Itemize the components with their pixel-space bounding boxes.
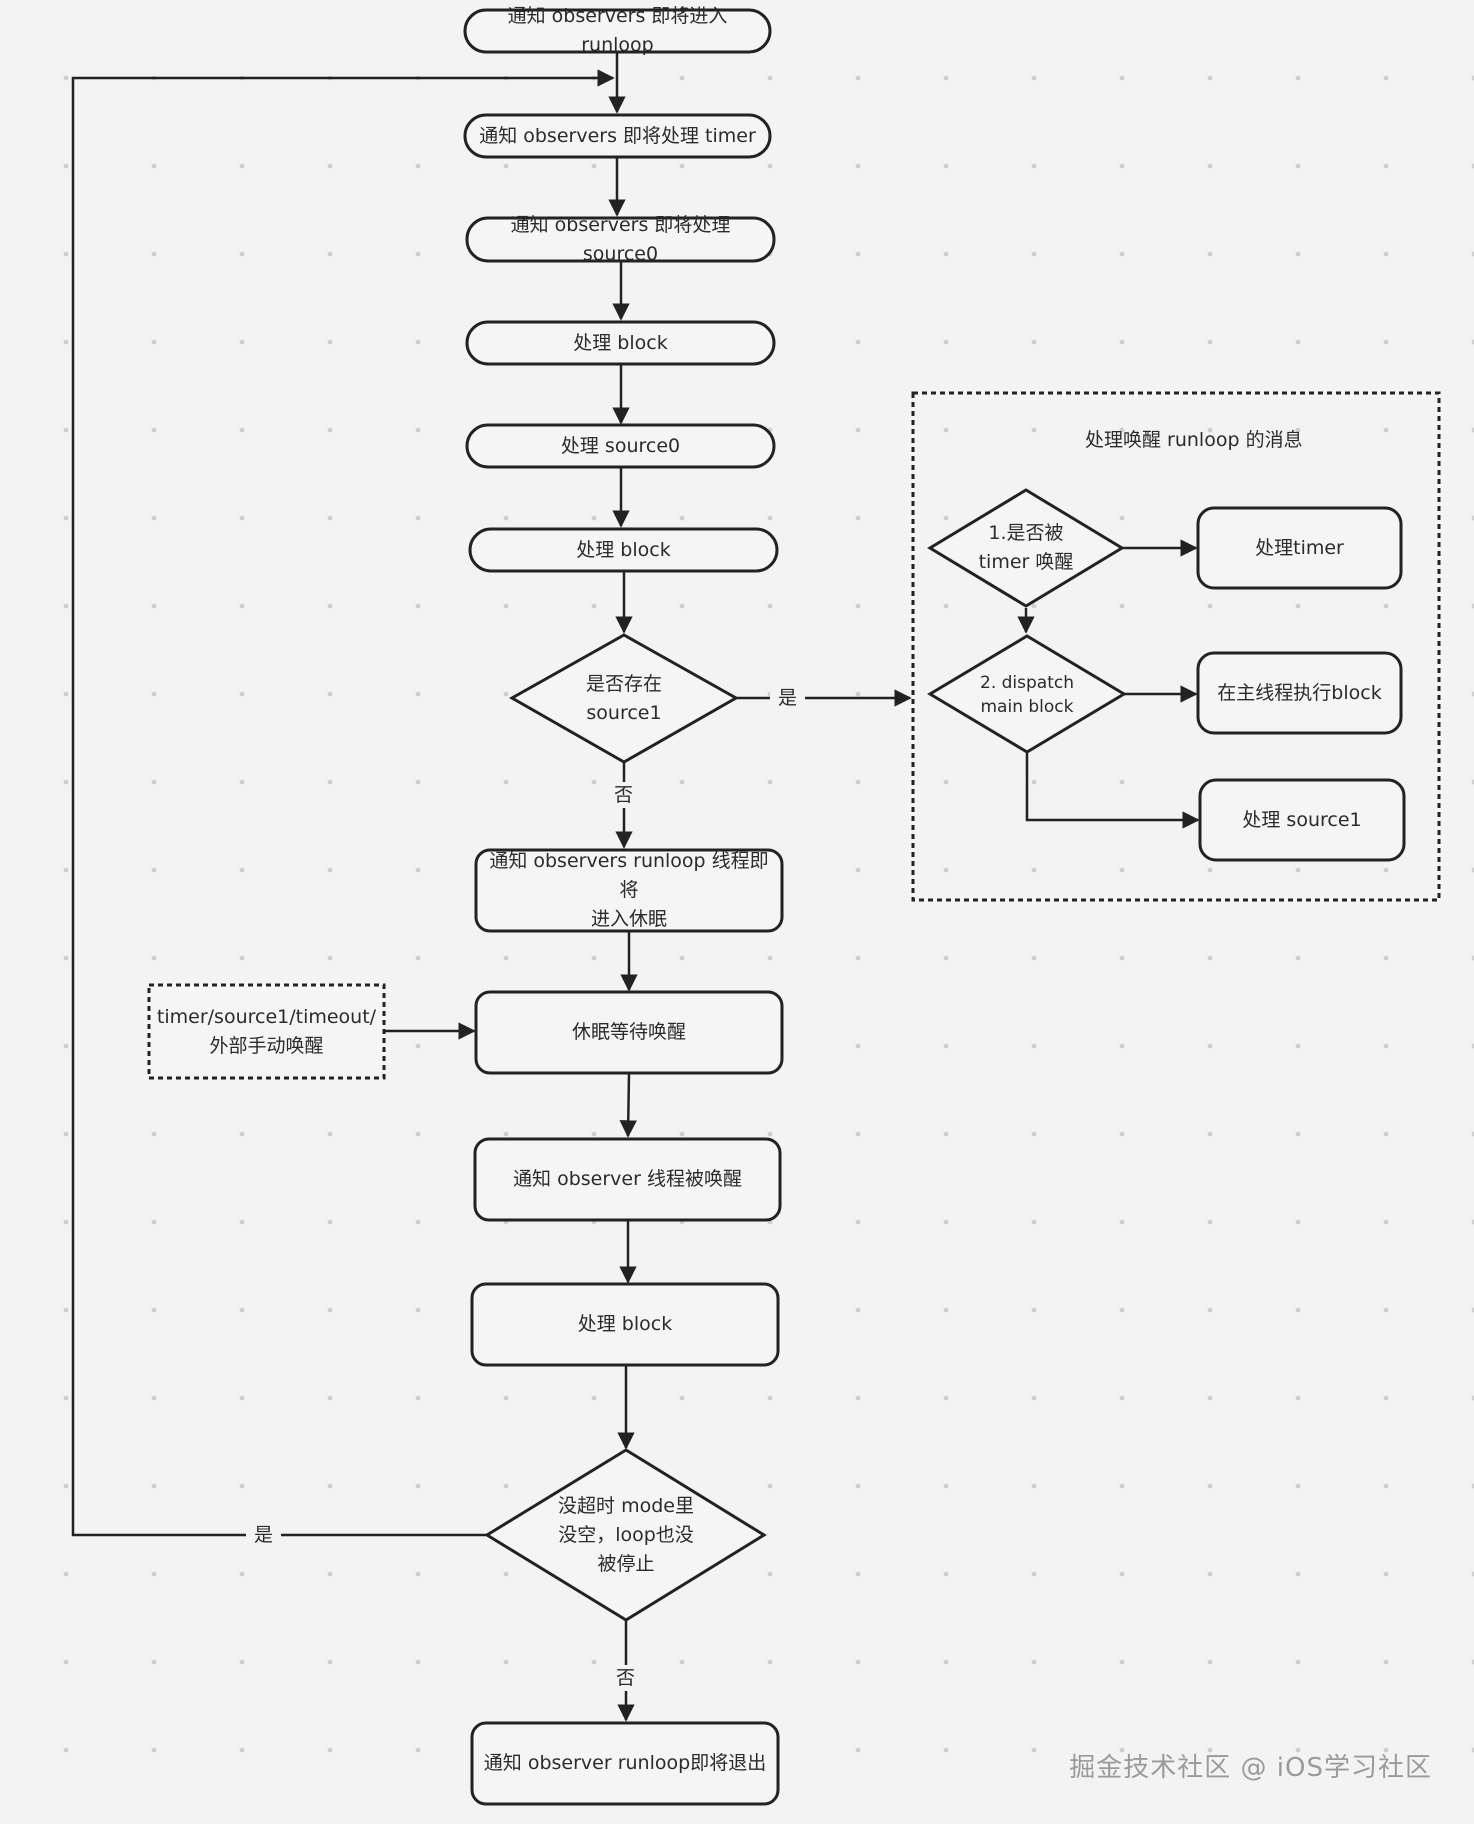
edge-label-yes-loop: 是 [246,1522,282,1548]
node-process-block-2 [468,527,779,573]
label-sleep-wait: 休眠等待唤醒 [571,1021,686,1043]
node-notify-exit [470,1721,780,1806]
label-decision-loop-continue: 没超时 mode里 没空，loop也没 被停止 [558,1494,694,1575]
node-notify-before-timer [463,113,772,159]
node-decision-dispatch-main [927,634,1127,754]
node-decision-timer-wake [927,488,1125,608]
edge-sleep-to-awake [619,1072,637,1138]
label-handle-source1: 处理 source1 [1242,808,1362,831]
label-decision-timer-wake: 1.是否被 timer 唤醒 [978,522,1074,573]
label-decision-dispatch-main: 2. dispatch main block [980,673,1074,717]
edge-dispatch-to-source1 [1025,752,1200,829]
node-main-thread-block [1196,651,1403,735]
group-wakeup-handling [911,391,1441,902]
node-decision-loop-continue [484,1448,767,1622]
label-process-block-2: 处理 block [576,538,671,561]
edge-label-yes-source1: 是 [770,685,806,711]
label-handle-timer: 处理timer [1255,536,1344,559]
node-process-source0 [465,423,776,469]
label-notify-enter-runloop: 通知 observers 即将进入 runloop [507,5,728,56]
node-sleep-wait [474,990,784,1075]
label-notify-before-source0: 通知 observers 即将处理 source0 [510,213,731,265]
node-notify-after-waiting [473,1137,782,1222]
label-process-source0: 处理 source0 [560,434,681,457]
label-notify-exit: 通知 observer runloop即将退出 [483,1752,767,1774]
watermark: 掘金技术社区 @ iOS学习社区 [1069,1753,1432,1783]
node-notify-before-source0 [465,216,776,263]
label-notify-before-timer: 通知 observers 即将处理 timer [479,124,756,147]
node-process-block-3 [470,1282,780,1367]
node-process-block-1 [465,320,776,366]
node-decision-has-source1 [508,633,740,764]
node-notify-enter-runloop [463,8,772,54]
edge-label-no-source1: 否 [606,782,642,808]
label-notify-before-waiting: 通知 observers runloop 线程即将 进入休眠 [489,850,769,930]
label-wake-sources: timer/source1/timeout/ 外部手动唤醒 [156,1005,377,1057]
label-process-block-3: 处理 block [577,1313,673,1335]
node-handle-source1 [1198,778,1406,862]
label-main-thread-block: 在主线程执行block [1217,681,1382,704]
node-wake-sources [147,983,386,1080]
label-process-block-1: 处理 block [573,331,668,354]
edge-label-no-loop: 否 [608,1665,644,1691]
node-notify-before-waiting [474,848,784,933]
node-handle-timer [1196,506,1403,590]
label-decision-has-source1: 是否存在 source1 [585,673,662,724]
group-title: 处理唤醒 runloop 的消息 [1085,429,1303,451]
label-notify-after-waiting: 通知 observer 线程被唤醒 [513,1168,742,1190]
